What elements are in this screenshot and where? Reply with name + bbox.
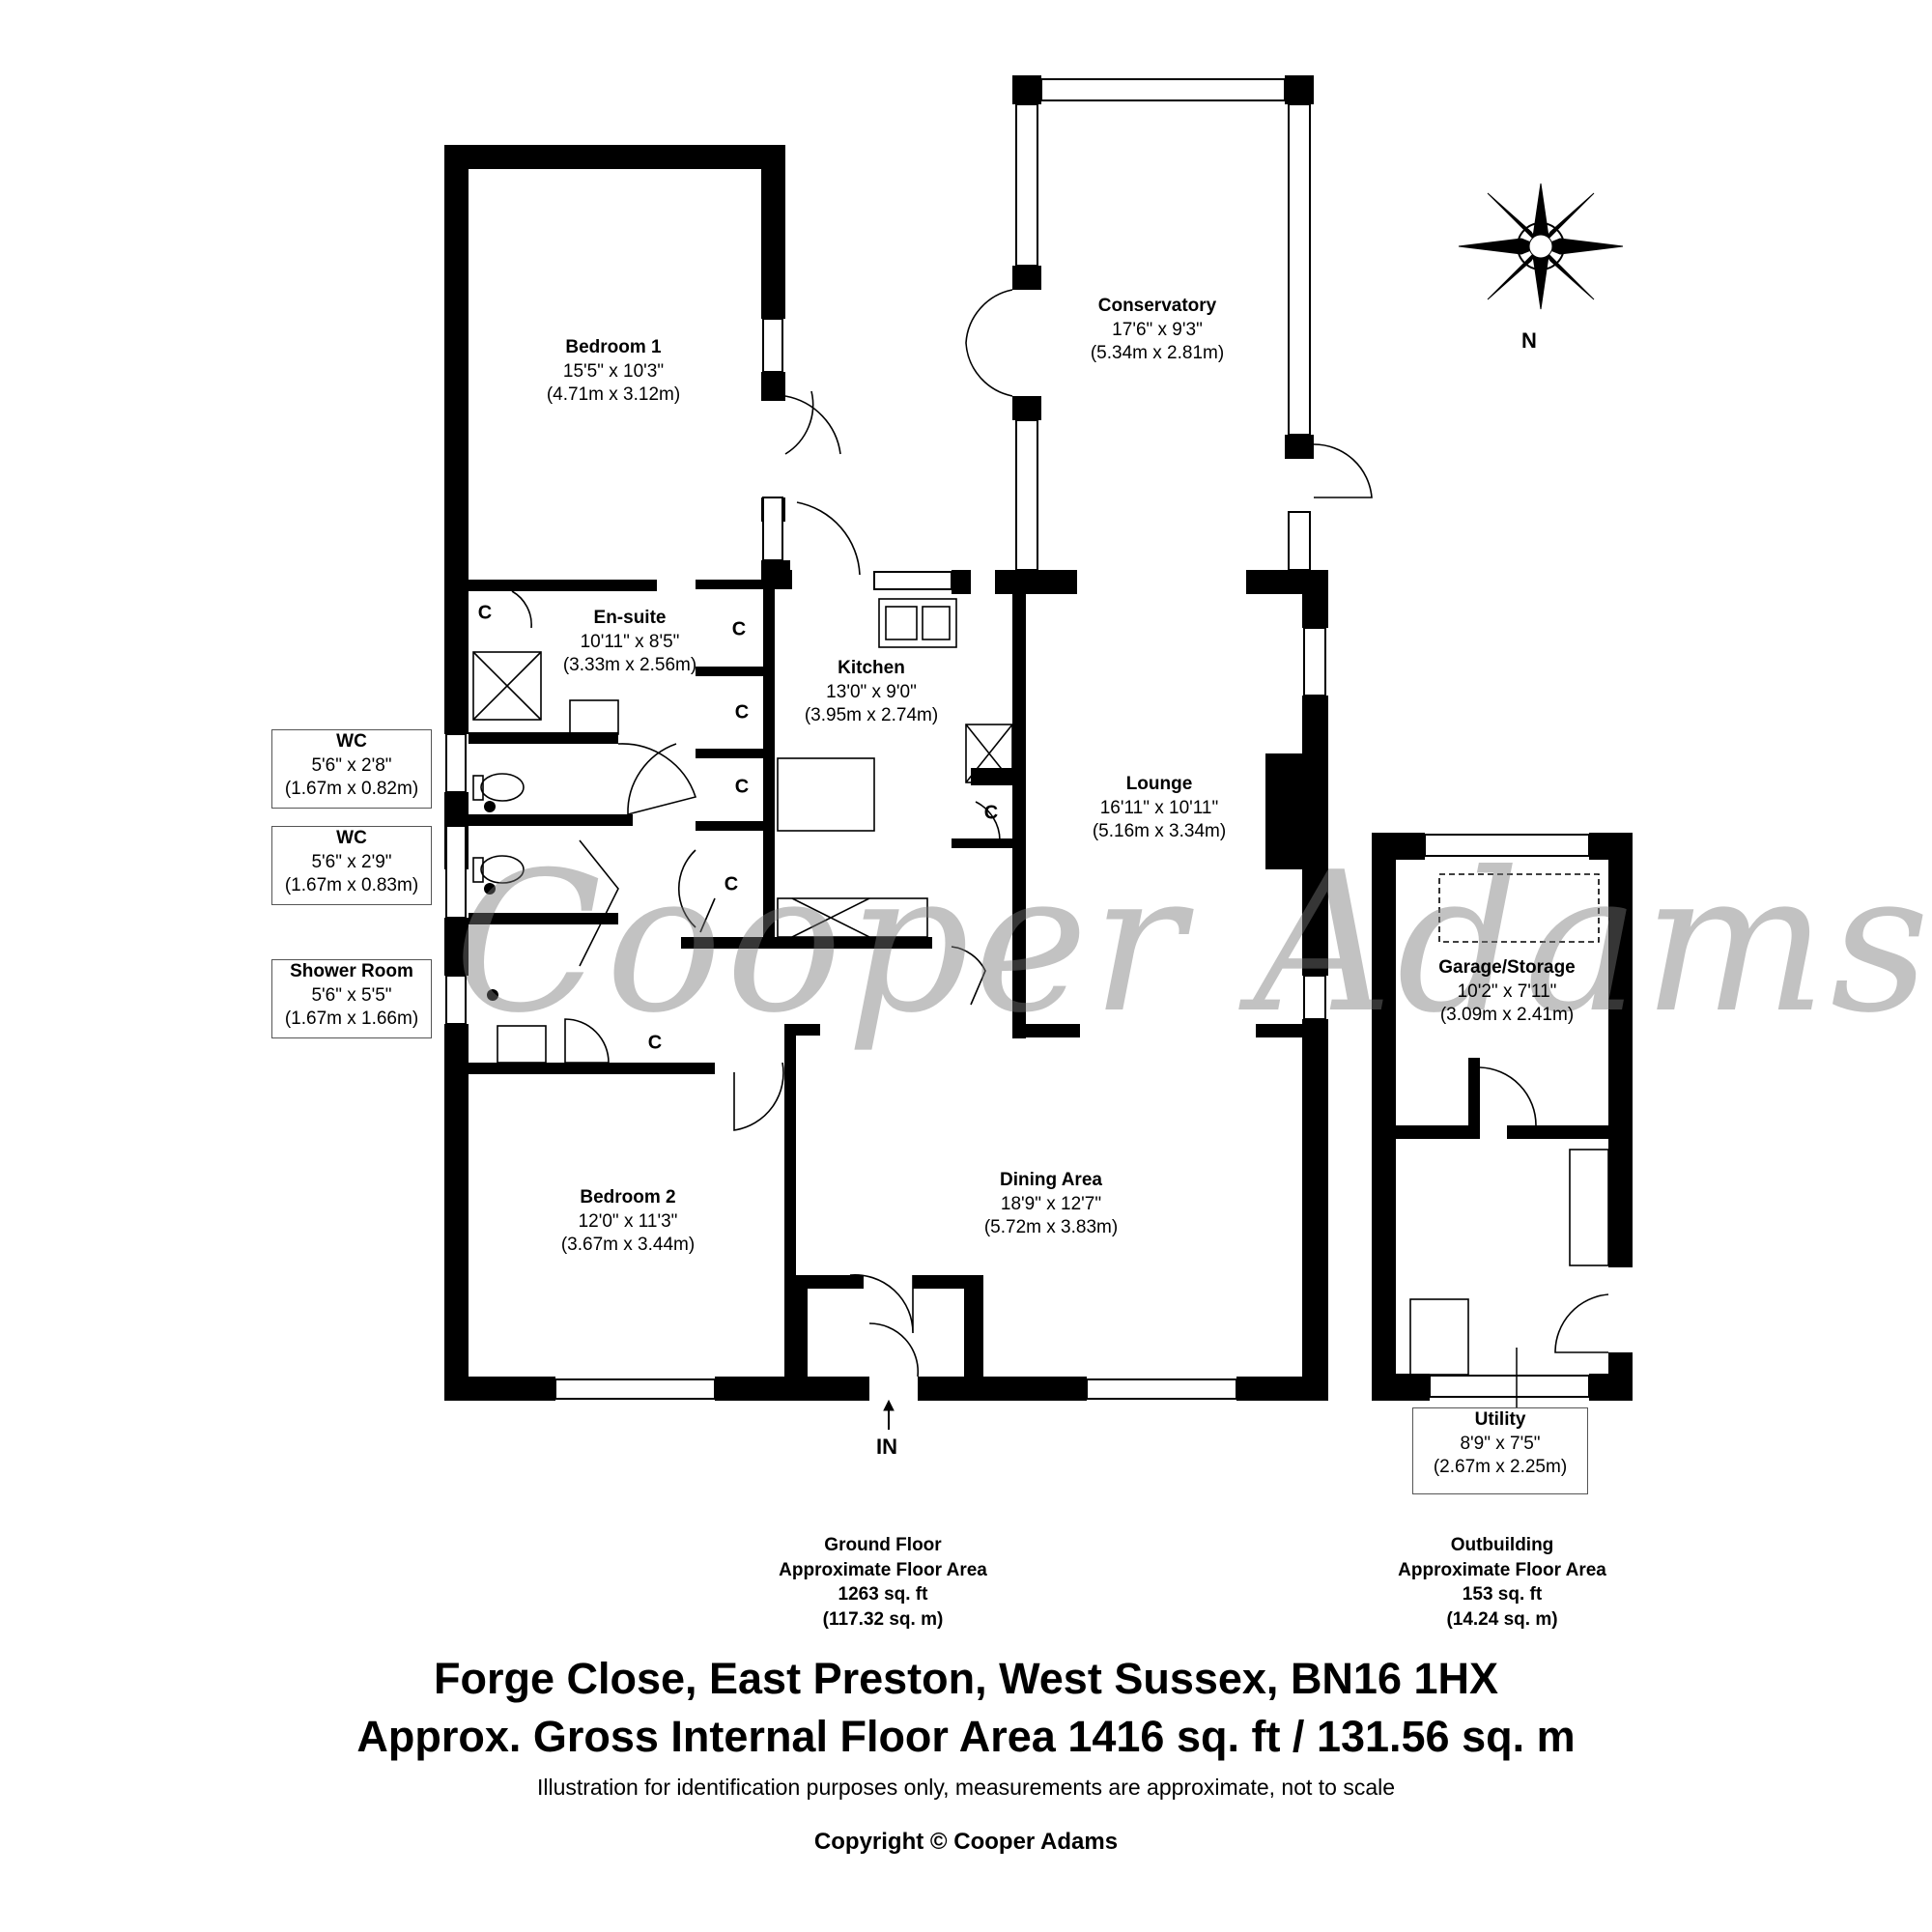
outbuilding-sqm: (14.24 sq. m) xyxy=(1446,1608,1558,1630)
room-name: WC xyxy=(336,731,367,752)
outbuilding-sqft: 153 sq. ft xyxy=(1462,1584,1543,1605)
cupboard-label: C xyxy=(647,1032,663,1054)
room-size-imperial: 13'0" x 9'0" xyxy=(826,681,917,702)
gross-area-title: Approx. Gross Internal Floor Area 1416 s… xyxy=(356,1712,1576,1761)
disclaimer: Illustration for identification purposes… xyxy=(536,1775,1396,1800)
room-name: En-suite xyxy=(593,608,667,628)
outbuilding-area: Outbuilding Approximate Floor Area 153 s… xyxy=(1398,1533,1606,1633)
room-name: WC xyxy=(336,828,367,848)
room-label-ensuite: En-suite 10'11" x 8'5" (3.33m x 2.56m) xyxy=(563,607,696,678)
cupboard-label: C xyxy=(731,618,747,640)
room-label-dining: Dining Area 18'9" x 12'7" (5.72m x 3.83m… xyxy=(984,1169,1118,1240)
room-size-imperial: 17'6" x 9'3" xyxy=(1112,319,1203,340)
cupboard-label: C xyxy=(734,776,750,798)
room-size-imperial: 5'6" x 5'5" xyxy=(311,984,392,1006)
room-size-imperial: 15'5" x 10'3" xyxy=(562,360,665,382)
room-size-metric: (3.67m x 3.44m) xyxy=(560,1235,696,1256)
room-size-imperial: 12'0" x 11'3" xyxy=(578,1210,678,1232)
room-size-imperial: 5'6" x 2'8" xyxy=(311,754,392,776)
walls xyxy=(444,75,1633,1401)
room-name: Dining Area xyxy=(1000,1170,1102,1190)
ground-floor-subtitle: Approximate Floor Area xyxy=(779,1559,987,1580)
compass-icon xyxy=(1458,183,1624,310)
room-size-imperial: 16'11" x 10'11" xyxy=(1099,797,1219,818)
room-label-shower: Shower Room 5'6" x 5'5" (1.67m x 1.66m) xyxy=(271,959,432,1038)
room-size-metric: (3.95m x 2.74m) xyxy=(804,705,939,726)
outbuilding-title: Outbuilding xyxy=(1450,1535,1554,1555)
cupboard-label: C xyxy=(983,802,999,824)
doors xyxy=(511,289,1609,1378)
room-size-imperial: 10'2" x 7'11" xyxy=(1457,980,1557,1002)
ground-floor-area: Ground Floor Approximate Floor Area 1263… xyxy=(779,1533,987,1633)
room-size-metric: (3.09m x 2.41m) xyxy=(1439,1005,1575,1026)
room-label-utility: Utility 8'9" x 7'5" (2.67m x 2.25m) xyxy=(1412,1407,1588,1494)
room-name: Bedroom 2 xyxy=(580,1187,676,1208)
room-name: Utility xyxy=(1474,1409,1526,1430)
room-name: Shower Room xyxy=(290,961,413,981)
room-size-metric: (1.67m x 0.83m) xyxy=(284,875,419,896)
cupboard-label: C xyxy=(734,701,750,724)
room-size-metric: (5.16m x 3.34m) xyxy=(1092,821,1227,842)
entrance-label: IN xyxy=(876,1435,897,1459)
room-size-metric: (1.67m x 1.66m) xyxy=(284,1009,419,1030)
ground-floor-title: Ground Floor xyxy=(824,1535,942,1555)
address-title: Forge Close, East Preston, West Sussex, … xyxy=(433,1654,1499,1703)
ground-floor-sqft: 1263 sq. ft xyxy=(838,1584,928,1605)
room-label-wc1: WC 5'6" x 2'8" (1.67m x 0.82m) xyxy=(271,729,432,809)
room-size-imperial: 18'9" x 12'7" xyxy=(1000,1193,1102,1214)
entrance-arrow-icon xyxy=(883,1399,895,1430)
outbuilding-subtitle: Approximate Floor Area xyxy=(1398,1559,1606,1580)
room-label-garage: Garage/Storage 10'2" x 7'11" (3.09m x 2.… xyxy=(1438,956,1576,1028)
room-label-kitchen: Kitchen 13'0" x 9'0" (3.95m x 2.74m) xyxy=(805,657,938,728)
room-name: Bedroom 1 xyxy=(565,337,662,357)
north-label: N xyxy=(1521,328,1537,353)
room-label-bedroom2: Bedroom 2 12'0" x 11'3" (3.67m x 3.44m) xyxy=(561,1186,695,1258)
room-label-lounge: Lounge 16'11" x 10'11" (5.16m x 3.34m) xyxy=(1093,773,1226,844)
room-size-imperial: 8'9" x 7'5" xyxy=(1460,1433,1541,1454)
room-size-metric: (4.71m x 3.12m) xyxy=(546,384,681,406)
room-label-wc2: WC 5'6" x 2'9" (1.67m x 0.83m) xyxy=(271,826,432,905)
cupboard-label: C xyxy=(477,602,493,624)
room-size-metric: (5.72m x 3.83m) xyxy=(983,1217,1119,1238)
room-name: Kitchen xyxy=(838,658,905,678)
room-name: Lounge xyxy=(1125,774,1193,794)
room-label-conservatory: Conservatory 17'6" x 9'3" (5.34m x 2.81m… xyxy=(1091,295,1224,366)
fixture-dots xyxy=(484,801,498,1001)
room-name: Garage/Storage xyxy=(1438,957,1576,978)
room-size-imperial: 5'6" x 2'9" xyxy=(311,851,392,872)
room-size-metric: (2.67m x 2.25m) xyxy=(1433,1457,1568,1478)
room-size-metric: (3.33m x 2.56m) xyxy=(562,655,697,676)
copyright: Copyright © Cooper Adams xyxy=(813,1829,1119,1855)
room-size-metric: (1.67m x 0.82m) xyxy=(284,779,419,800)
room-size-imperial: 10'11" x 8'5" xyxy=(580,631,680,652)
cupboard-label: C xyxy=(724,873,739,895)
ground-floor-sqm: (117.32 sq. m) xyxy=(822,1608,944,1630)
room-label-bedroom1: Bedroom 1 15'5" x 10'3" (4.71m x 3.12m) xyxy=(547,336,680,408)
windows xyxy=(445,78,1590,1400)
room-name: Conservatory xyxy=(1097,296,1217,316)
room-size-metric: (5.34m x 2.81m) xyxy=(1090,343,1225,364)
